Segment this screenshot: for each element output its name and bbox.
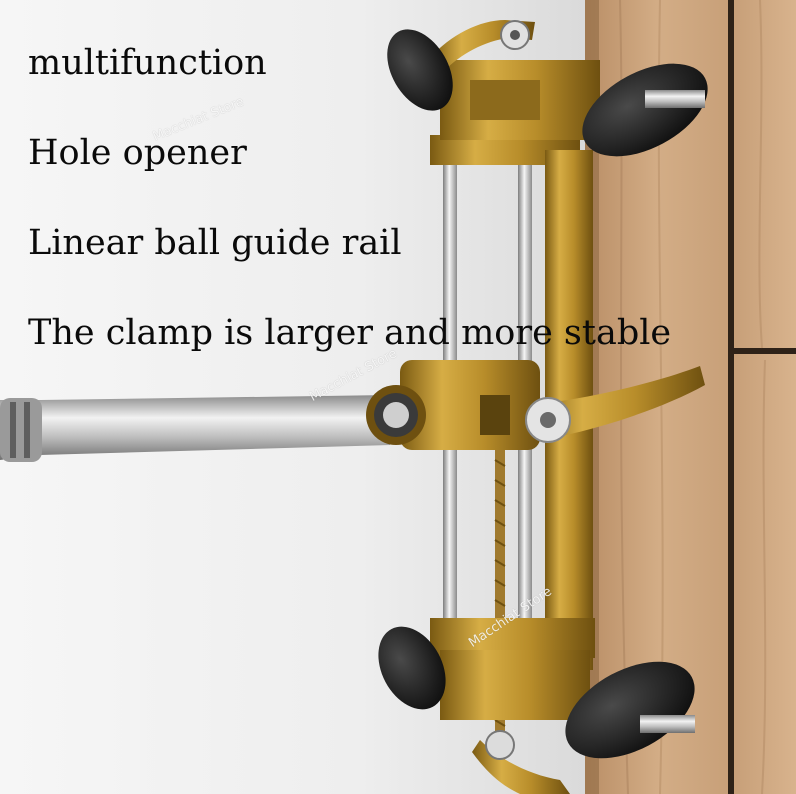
caption-multifunction: multifunction [28, 43, 267, 83]
drill-shaft [0, 395, 390, 462]
caption-guide-rail: Linear ball guide rail [28, 223, 402, 263]
clamp-knobs [378, 29, 708, 759]
top-clamp-lever [430, 20, 535, 70]
bottom-clamp-lever [472, 730, 570, 794]
side-handle [525, 366, 705, 443]
caption-clamp: The clamp is larger and more stable [28, 313, 672, 353]
caption-hole-opener: Hole opener [28, 133, 247, 173]
bearing-block [366, 360, 540, 450]
